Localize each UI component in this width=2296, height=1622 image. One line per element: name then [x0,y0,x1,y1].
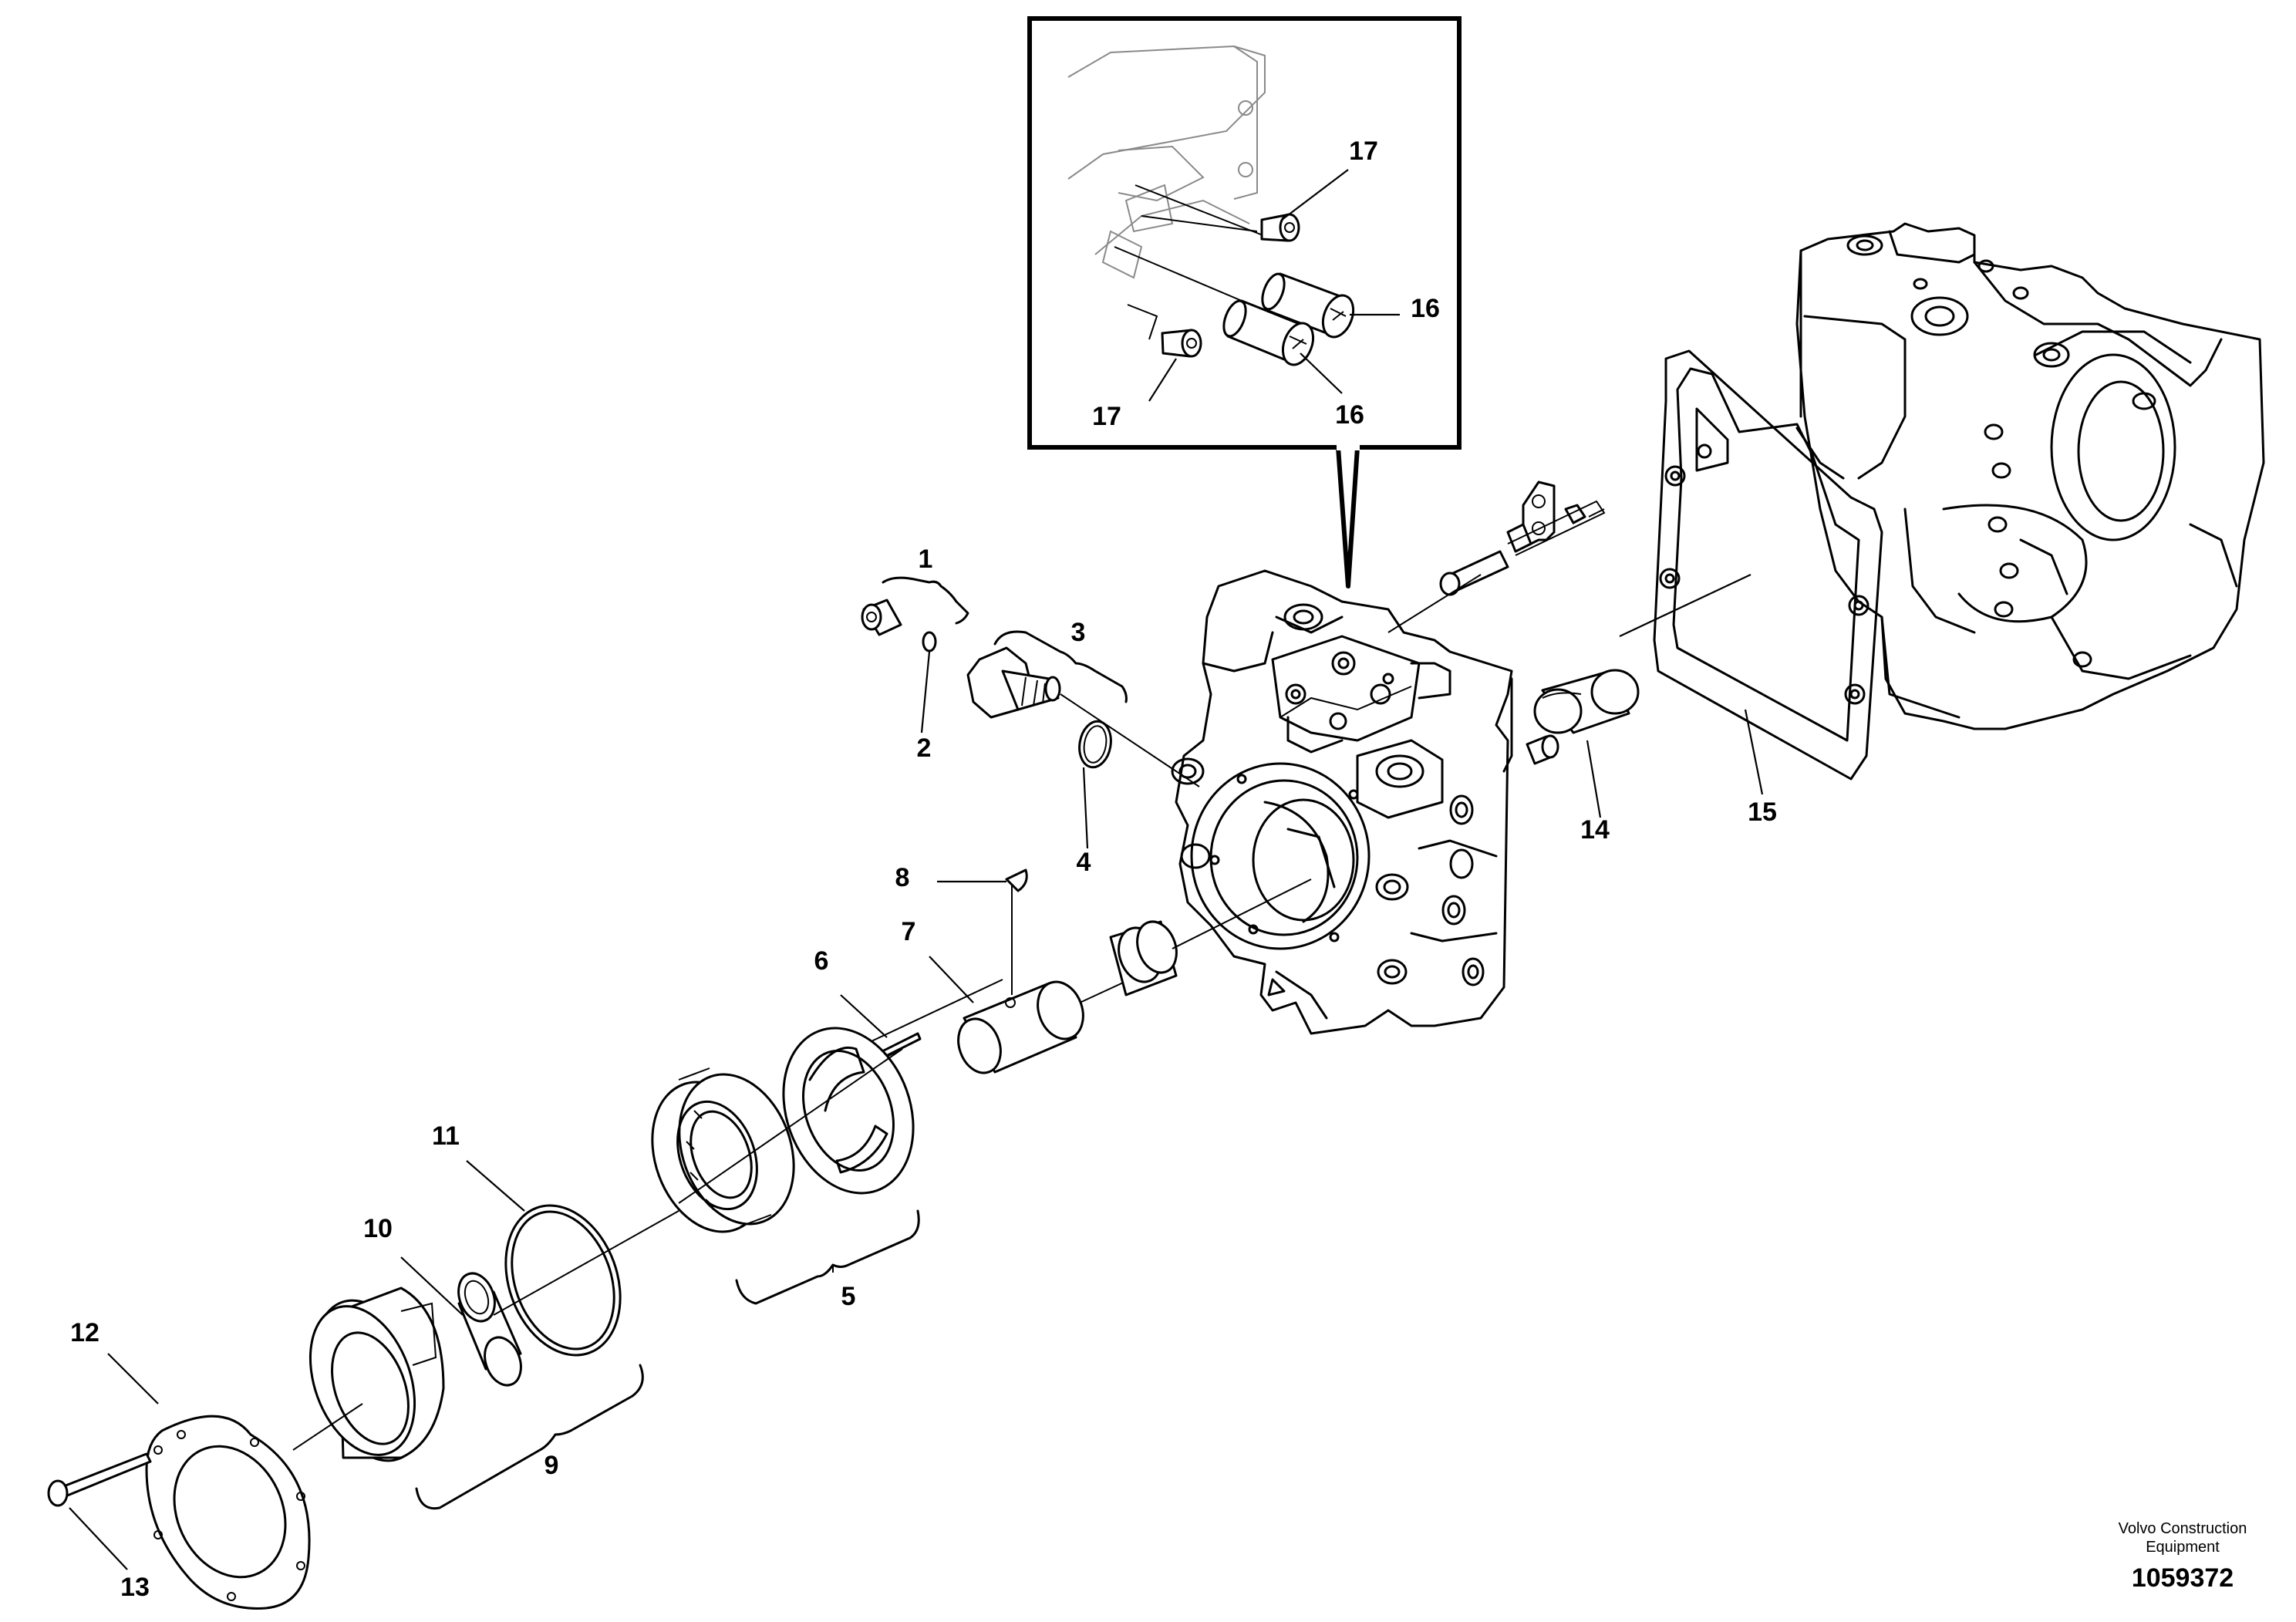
plug-1 [861,599,902,636]
plug-17-upper [1260,213,1300,242]
callout-16-lower: 16 [1335,400,1364,430]
drawing-number: 1059372 [2131,1563,2234,1593]
o-ring-2 [922,631,937,653]
bushing-10 [457,1272,522,1387]
o-ring-4 [1078,720,1112,769]
bushing-7 [957,980,1084,1074]
callout-5: 5 [841,1282,856,1311]
callout-2: 2 [917,733,932,763]
callout-16-upper: 16 [1411,294,1440,323]
bushing-14 [1533,669,1640,734]
retainer-plate-5 [782,1027,915,1195]
callout-4: 4 [1077,848,1091,877]
sleeve-16-lower [1222,299,1315,366]
callout-10: 10 [363,1214,393,1243]
callout-3: 3 [1071,618,1086,647]
callout-6: 6 [814,946,829,976]
sleeve-16-upper [1261,272,1355,339]
bearing-5 [651,1067,795,1233]
seal-cover-9 [308,1286,445,1462]
fitting-3 [966,646,1061,719]
valve-block [1171,569,1513,1035]
pump-housing-background [1795,222,2265,730]
plug-screw-right [1526,734,1559,765]
bracket-assembly [1387,481,1606,633]
bushing-ring [1109,920,1178,996]
detail-inset [1027,16,1462,588]
plug-17-lower [1161,329,1202,358]
callout-8: 8 [895,863,910,892]
callout-17-upper: 17 [1349,137,1378,166]
callout-17-lower: 17 [1092,402,1121,431]
callout-7: 7 [902,917,916,946]
callout-13: 13 [120,1573,150,1602]
callout-1: 1 [919,545,933,574]
brand-name-line1: Volvo Construction [2118,1520,2247,1537]
o-ring-11 [504,1204,622,1357]
callout-14: 14 [1580,815,1610,845]
callout-11: 11 [432,1121,460,1151]
cover-plate-12 [145,1415,311,1610]
key-8 [1005,868,1028,892]
bolt-13 [47,1452,152,1507]
brand-name-line2: Equipment [2146,1539,2220,1556]
callout-labels: 1 2 3 4 5 6 7 8 9 10 11 12 13 14 15 16 1… [70,137,1777,1602]
callout-12: 12 [70,1318,99,1347]
callout-15: 15 [1748,798,1777,827]
gasket-15 [1653,349,1883,781]
callout-9: 9 [544,1451,559,1480]
